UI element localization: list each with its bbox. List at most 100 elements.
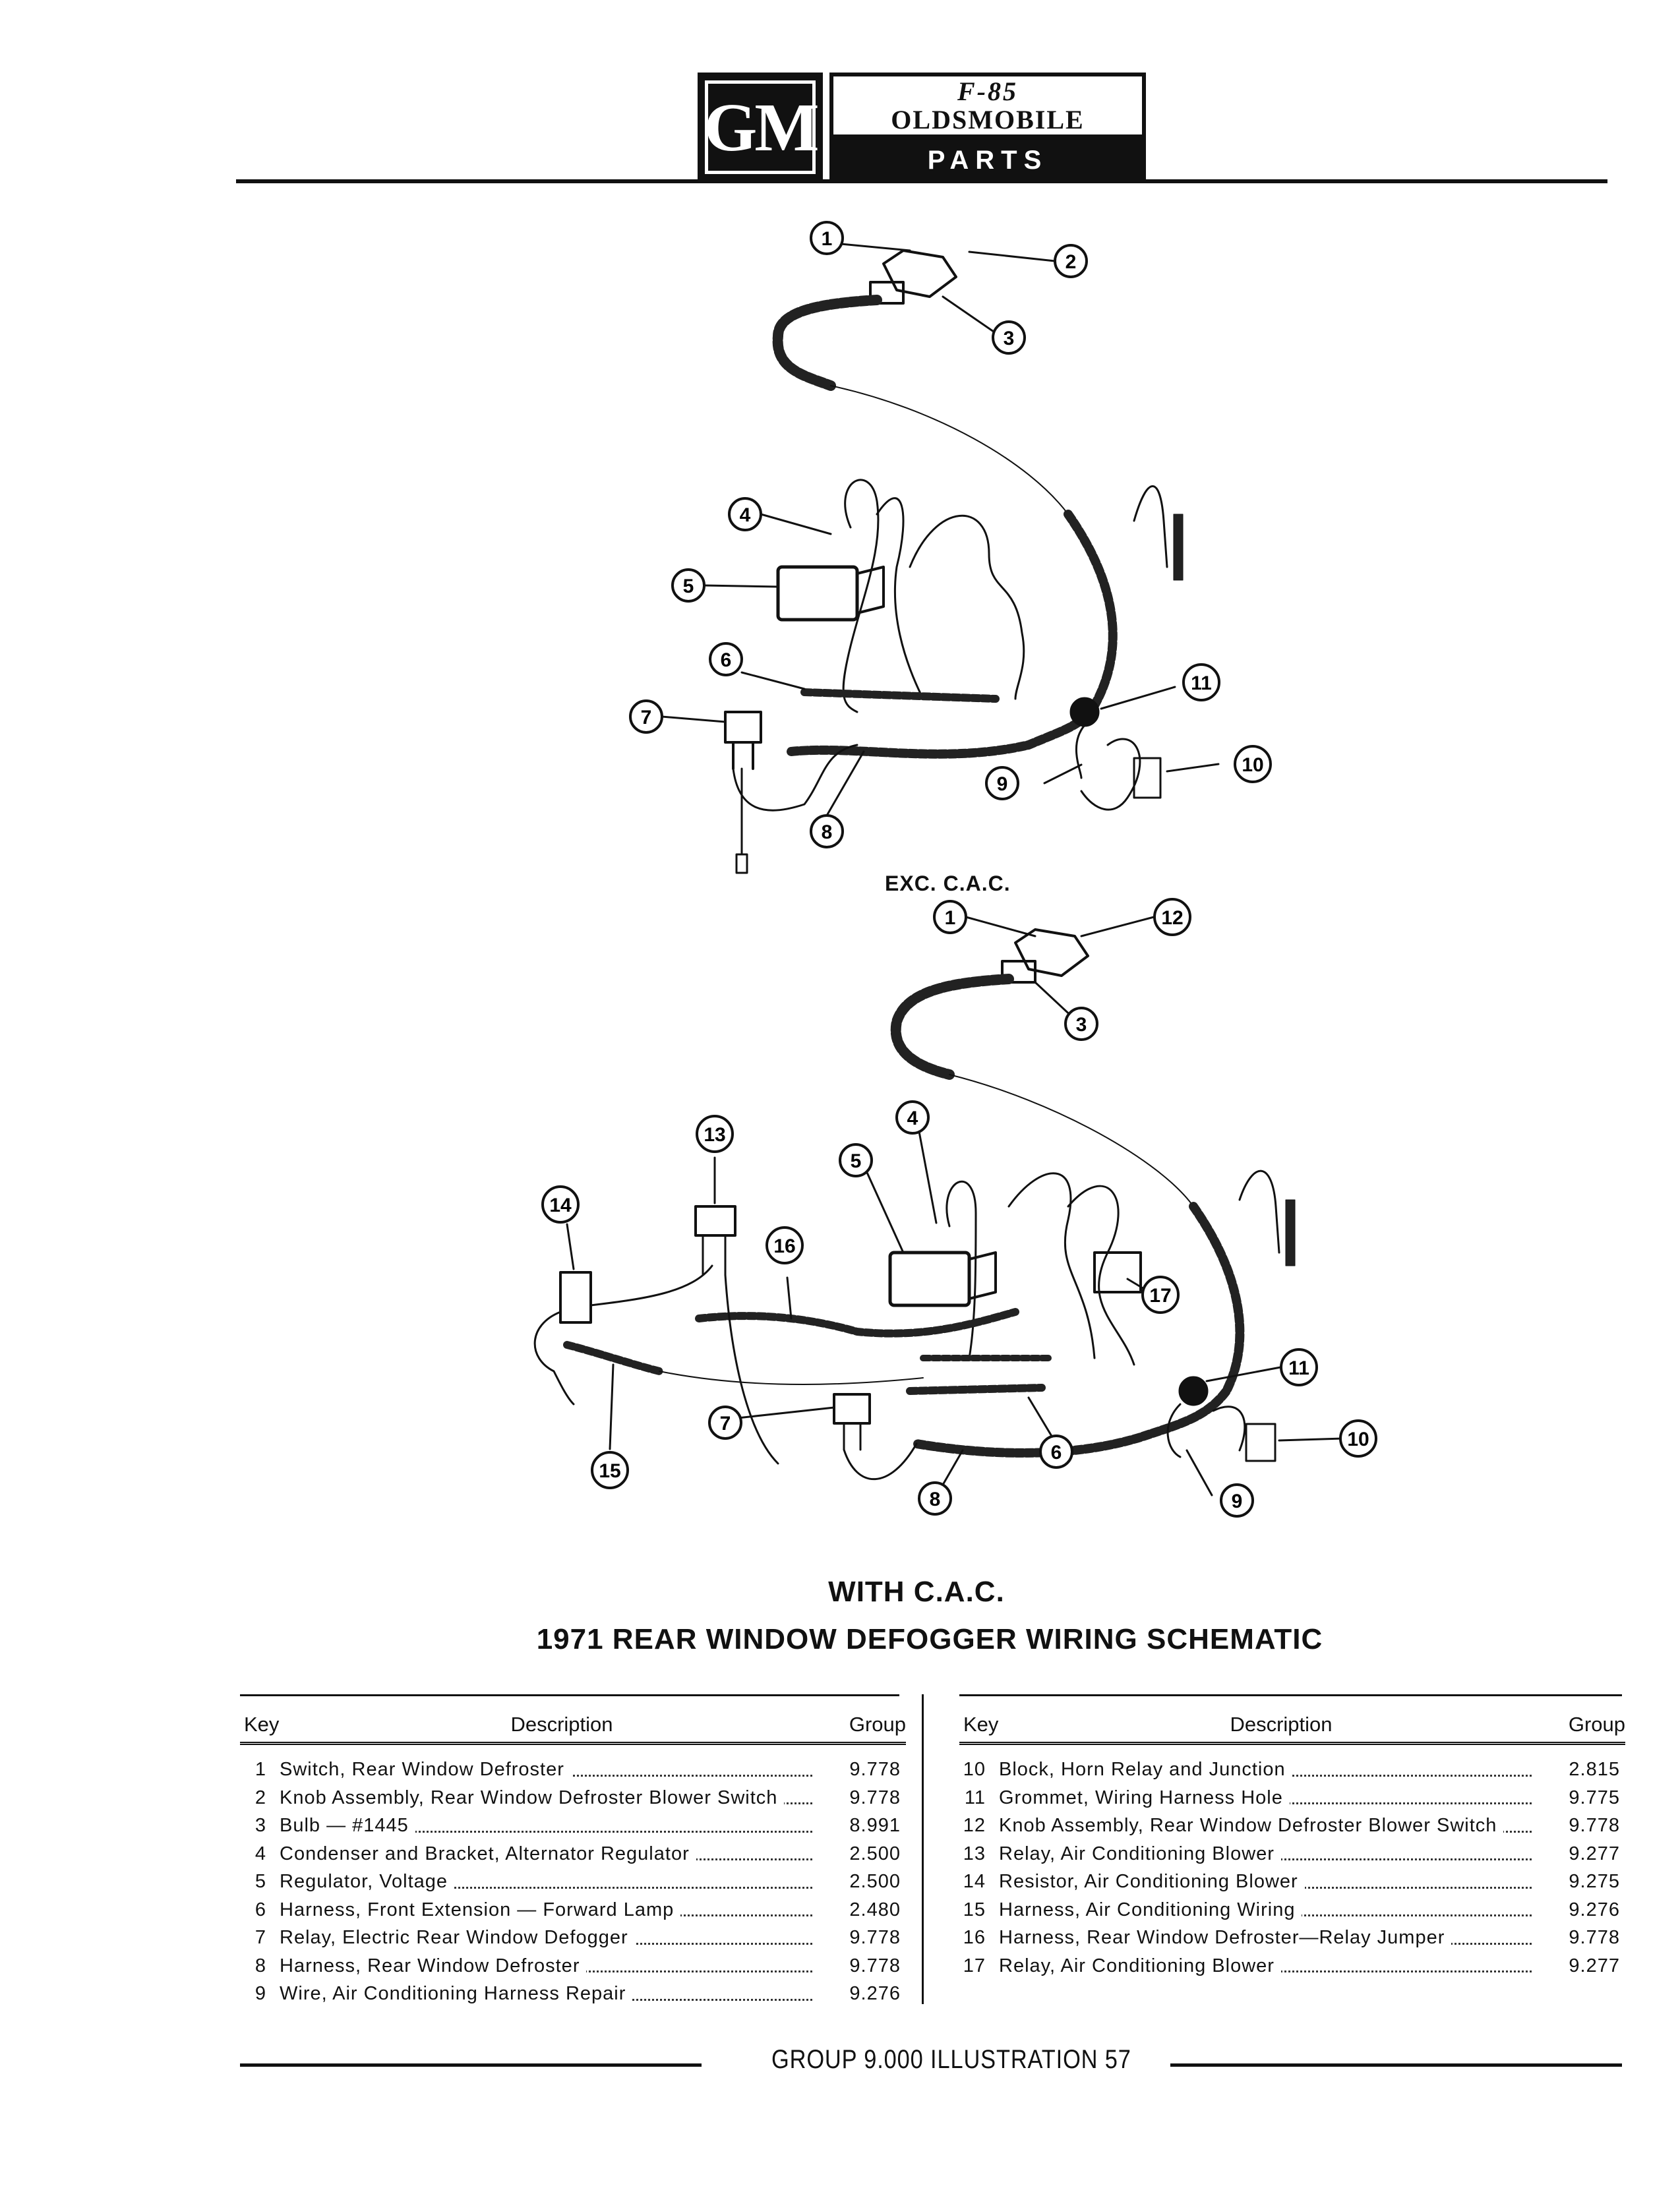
part-group: 9.775: [1569, 1787, 1620, 1808]
callout-9-bottom: 9: [1220, 1483, 1254, 1518]
parts-table-left-body: 1 Switch, Rear Window Defroster 9.778 2 Knob…: [240, 1745, 906, 2008]
part-description: Harness, Rear Window Defroster—Relay Jum…: [999, 1927, 1452, 1948]
callout-13-bottom: 13: [696, 1115, 734, 1153]
svg-text:11: 11: [1288, 1357, 1309, 1379]
part-group: 9.778: [849, 1955, 901, 1976]
part-description-cell: Knob Assembly, Rear Window Defroster Blo…: [280, 1784, 827, 1812]
svg-text:13: 13: [704, 1124, 725, 1146]
svg-text:8: 8: [822, 821, 833, 843]
catalogue-subtitle: PARTS CATALOGUE: [829, 138, 1146, 218]
part-group: 9.778: [849, 1927, 901, 1948]
svg-text:1: 1: [822, 228, 833, 250]
callout-3-top: 3: [992, 320, 1026, 355]
part-key: 1: [255, 1759, 266, 1780]
part-description-cell: Condenser and Bracket, Alternator Regula…: [280, 1840, 827, 1868]
bottom-diagram-lines: [533, 928, 1296, 1481]
column-header-group: Group: [1568, 1713, 1625, 1736]
table-top-rule-left: [240, 1694, 899, 1696]
callout-5-top: 5: [671, 568, 705, 603]
callout-2-top: 2: [1054, 244, 1088, 278]
part-group: 9.778: [1569, 1927, 1620, 1948]
callout-11-bottom: 11: [1280, 1348, 1318, 1386]
part-group: 9.778: [849, 1759, 901, 1780]
schematic-title: 1971 REAR WINDOW DEFOGGER WIRING SCHEMAT…: [536, 1623, 1323, 1655]
callout-8-bottom: 8: [918, 1481, 952, 1516]
svg-text:16: 16: [773, 1235, 795, 1257]
part-description-cell: Resistor, Air Conditioning Blower: [999, 1868, 1546, 1896]
part-description-cell: Relay, Air Conditioning Blower: [999, 1952, 1546, 1980]
svg-text:9: 9: [1232, 1491, 1243, 1512]
part-key: 12: [963, 1815, 986, 1836]
table-row: 2 Knob Assembly, Rear Window Defroster Bl…: [240, 1784, 906, 1812]
part-key: 9: [255, 1983, 266, 2004]
part-description-cell: Block, Horn Relay and Junction: [999, 1756, 1546, 1784]
part-description-cell: Harness, Rear Window Defroster—Relay Jum…: [999, 1924, 1546, 1952]
callout-15-bottom: 15: [591, 1451, 629, 1489]
part-group: 2.500: [849, 1843, 901, 1864]
part-key: 4: [255, 1843, 266, 1864]
column-header-description: Description: [510, 1713, 613, 1736]
top-callouts: 1 2 3 4 5 6 7 8 9 10 11: [629, 221, 1272, 848]
svg-text:4: 4: [740, 504, 751, 526]
part-description: Knob Assembly, Rear Window Defroster Blo…: [280, 1787, 785, 1808]
part-key: 3: [255, 1815, 266, 1836]
svg-text:6: 6: [721, 649, 732, 671]
svg-text:5: 5: [851, 1150, 862, 1172]
gm-logo: GM: [698, 73, 823, 182]
top-diagram-lines: [724, 249, 1184, 874]
part-description: Bulb — #1445: [280, 1815, 415, 1836]
svg-text:10: 10: [1242, 754, 1263, 776]
part-key: 17: [963, 1955, 986, 1976]
part-description: Knob Assembly, Rear Window Defroster Blo…: [999, 1815, 1504, 1836]
part-key: 7: [255, 1927, 266, 1948]
table-row: 7 Relay, Electric Rear Window Defogger 9.7…: [240, 1924, 906, 1952]
part-description-cell: Bulb — #1445: [280, 1812, 827, 1840]
part-group: 9.276: [1569, 1899, 1620, 1920]
brand-name: OLDSMOBILE: [891, 105, 1085, 134]
part-description: Block, Horn Relay and Junction: [999, 1759, 1292, 1780]
callout-14-bottom: 14: [541, 1185, 580, 1224]
svg-text:3: 3: [1004, 328, 1015, 349]
parts-table-right-header: Key Description Group: [959, 1701, 1625, 1745]
part-description: Relay, Air Conditioning Blower: [999, 1843, 1281, 1864]
footer-rule-right: [1170, 2063, 1622, 2067]
part-description-cell: Wire, Air Conditioning Harness Repair: [280, 1980, 827, 2008]
part-description-cell: Relay, Electric Rear Window Defogger: [280, 1924, 827, 1952]
parts-table-left: Key Description Group 1 Switch, Rear Wind…: [240, 1701, 906, 2008]
part-description-cell: Switch, Rear Window Defroster: [280, 1756, 827, 1784]
part-key: 2: [255, 1787, 266, 1808]
part-key: 6: [255, 1899, 266, 1920]
f85-brand-mark: F-85: [957, 76, 1018, 106]
column-header-key: Key: [244, 1713, 280, 1736]
callout-9-top: 9: [985, 766, 1019, 800]
callout-1-top: 1: [810, 221, 844, 255]
part-description: Relay, Electric Rear Window Defogger: [280, 1927, 635, 1948]
part-description: Harness, Front Extension — Forward Lamp: [280, 1899, 681, 1920]
part-description-cell: Harness, Rear Window Defroster: [280, 1952, 827, 1980]
callout-6-bottom: 6: [1039, 1435, 1073, 1469]
bottom-callouts: 1 12 3 13 4 5 14 16 17 11 7 10 15 6 9 8: [541, 898, 1377, 1518]
part-description: Harness, Air Conditioning Wiring: [999, 1899, 1302, 1920]
svg-text:9: 9: [997, 773, 1008, 795]
part-group: 2.500: [849, 1871, 901, 1892]
footer-caption: GROUP 9.000 ILLUSTRATION 57: [771, 2045, 1131, 2074]
part-description-cell: Knob Assembly, Rear Window Defroster Blo…: [999, 1812, 1546, 1840]
part-group: 9.277: [1569, 1955, 1620, 1976]
footer-rule-left: [240, 2063, 702, 2067]
wiring-diagram: 1 2 3 4 5 6 7 8 9 10 11 1 12 3 13 4 5 14…: [533, 221, 1377, 1518]
svg-text:10: 10: [1347, 1429, 1369, 1450]
parts-table-left-header: Key Description Group: [240, 1701, 906, 1745]
part-group: 9.277: [1569, 1843, 1620, 1864]
variant-label-with-cac: WITH C.A.C.: [828, 1576, 1005, 1608]
part-group: 9.778: [849, 1787, 901, 1808]
column-header-key: Key: [963, 1713, 999, 1736]
leader-lines: [566, 241, 1345, 1500]
column-header-group: Group: [849, 1713, 906, 1736]
svg-text:8: 8: [930, 1489, 941, 1510]
callout-10-bottom: 10: [1339, 1419, 1377, 1458]
